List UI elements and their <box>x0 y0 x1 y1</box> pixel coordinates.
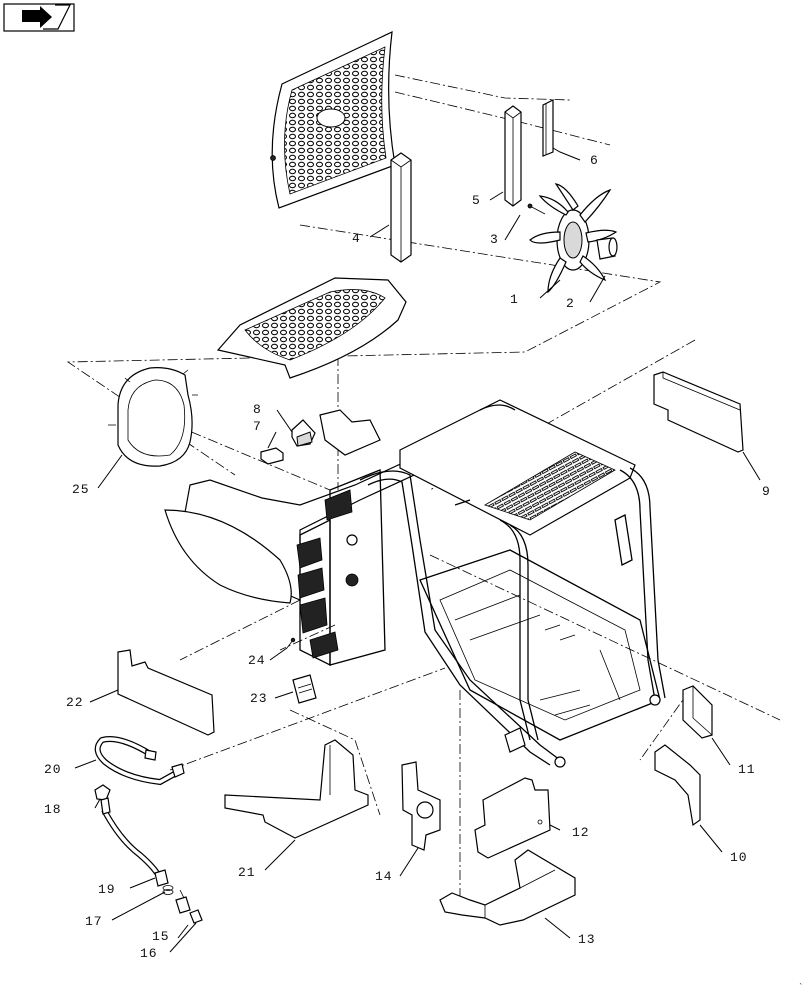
cap-16 <box>189 909 203 924</box>
fan-assembly <box>527 183 618 294</box>
bracket-10 <box>654 744 701 827</box>
block-11 <box>682 685 713 739</box>
seal-strip-5 <box>504 105 522 207</box>
hose-20 <box>94 736 185 786</box>
hose-19 <box>94 784 169 887</box>
callout-22: 22 <box>66 695 84 710</box>
bracket-13 <box>439 849 576 926</box>
assembly-lines <box>66 74 781 911</box>
callout-13: 13 <box>578 932 596 947</box>
bracket-8 <box>291 419 316 447</box>
callout-14: 14 <box>375 869 393 884</box>
cab-frame <box>164 399 666 768</box>
seal-strip-6 <box>542 99 554 157</box>
callout-5: 5 <box>472 193 481 208</box>
nut-15 <box>175 896 191 914</box>
fan-ring <box>108 367 198 467</box>
callout-24: 24 <box>248 653 266 668</box>
back-arrow-icon <box>22 4 71 30</box>
callout-8: 8 <box>253 402 262 417</box>
callout-21: 21 <box>238 865 256 880</box>
callout-18: 18 <box>44 802 62 817</box>
callout-17: 17 <box>85 914 103 929</box>
callout-7: 7 <box>253 419 262 434</box>
callout-12: 12 <box>572 825 590 840</box>
corner-mark: ` <box>798 983 804 993</box>
panel-22 <box>117 649 215 736</box>
callout-23: 23 <box>250 691 268 706</box>
radiator-shroud <box>216 277 407 379</box>
panel-9 <box>653 371 744 453</box>
callout-1: 1 <box>510 292 519 307</box>
block-7 <box>260 447 284 465</box>
bolt-24 <box>286 637 296 649</box>
callout-4: 4 <box>352 231 361 246</box>
callout-3: 3 <box>490 232 499 247</box>
grille-screen <box>270 30 396 209</box>
callout-6: 6 <box>590 153 599 168</box>
plate-21 <box>224 739 369 839</box>
callout-15: 15 <box>152 929 170 944</box>
callout-9: 9 <box>762 484 771 499</box>
callout-labels: 1 2 3 4 5 6 7 8 9 10 11 12 13 14 15 16 1… <box>44 153 771 961</box>
leader-lines <box>74 147 761 953</box>
callout-25: 25 <box>72 482 90 497</box>
callout-11: 11 <box>738 762 756 777</box>
back-button[interactable] <box>3 3 75 32</box>
callout-10: 10 <box>730 850 748 865</box>
callout-16: 16 <box>140 946 158 961</box>
seal-17 <box>162 885 174 895</box>
plate-23 <box>292 674 317 704</box>
callout-2: 2 <box>566 296 575 311</box>
panel-12 <box>474 777 551 859</box>
seal-strip-4 <box>390 152 412 263</box>
callout-20: 20 <box>44 762 62 777</box>
callout-19: 19 <box>98 882 116 897</box>
plate-14 <box>401 761 441 851</box>
